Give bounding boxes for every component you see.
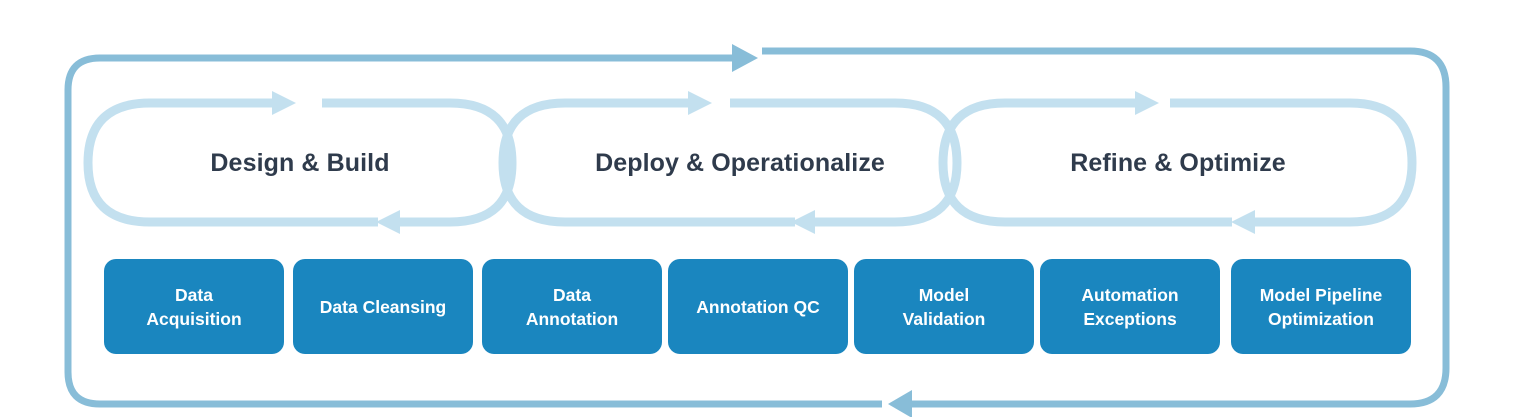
step-box-model-validation: Model Validation <box>854 259 1034 354</box>
outer-loop <box>64 47 1450 408</box>
loop-design-arrow-left <box>376 210 400 234</box>
step-box-data-annotation: Data Annotation <box>482 259 662 354</box>
outer-loop-top-right <box>762 47 1450 408</box>
step-label: Data Acquisition <box>146 284 242 329</box>
loop-design-top-right <box>322 98 517 227</box>
loop-deploy-top-right <box>730 98 962 227</box>
loop-refine-top-right <box>1170 98 1417 227</box>
step-box-annotation-qc: Annotation QC <box>668 259 848 354</box>
phase-title-deploy-operationalize: Deploy & Operationalize <box>595 149 885 177</box>
step-label: Annotation QC <box>696 296 820 317</box>
inner-loops <box>83 98 1417 227</box>
step-box-model-pipeline-optimization: Model Pipeline Optimization <box>1231 259 1411 354</box>
phase-title-refine-optimize: Refine & Optimize <box>1070 149 1286 177</box>
loop-refine-top-left <box>938 98 1232 227</box>
loop-deploy-arrow-left <box>791 210 815 234</box>
step-label: Automation Exceptions <box>1081 284 1179 329</box>
loop-design-top-left <box>83 98 378 227</box>
loop-design-arrow-right <box>272 91 296 115</box>
outer-loop-arrow-left <box>888 390 912 417</box>
step-box-data-acquisition: Data Acquisition <box>104 259 284 354</box>
step-label: Data Cleansing <box>319 296 447 317</box>
loop-deploy-top-left <box>498 98 795 227</box>
step-box-automation-exceptions: Automation Exceptions <box>1040 259 1220 354</box>
phase-title-design-build: Design & Build <box>210 149 390 177</box>
step-box-data-cleansing: Data Cleansing <box>293 259 473 354</box>
step-label: Model Validation <box>902 284 986 329</box>
inner-loop-arrows <box>272 91 1255 234</box>
loop-refine-arrow-right <box>1135 91 1159 115</box>
step-label: Model Pipeline Optimization <box>1259 284 1383 329</box>
outer-loop-arrow-right <box>732 44 758 72</box>
loop-refine-arrow-left <box>1231 210 1255 234</box>
outer-loop-top-left <box>64 54 882 408</box>
step-label: Data Annotation <box>525 284 619 329</box>
loop-deploy-arrow-right <box>688 91 712 115</box>
